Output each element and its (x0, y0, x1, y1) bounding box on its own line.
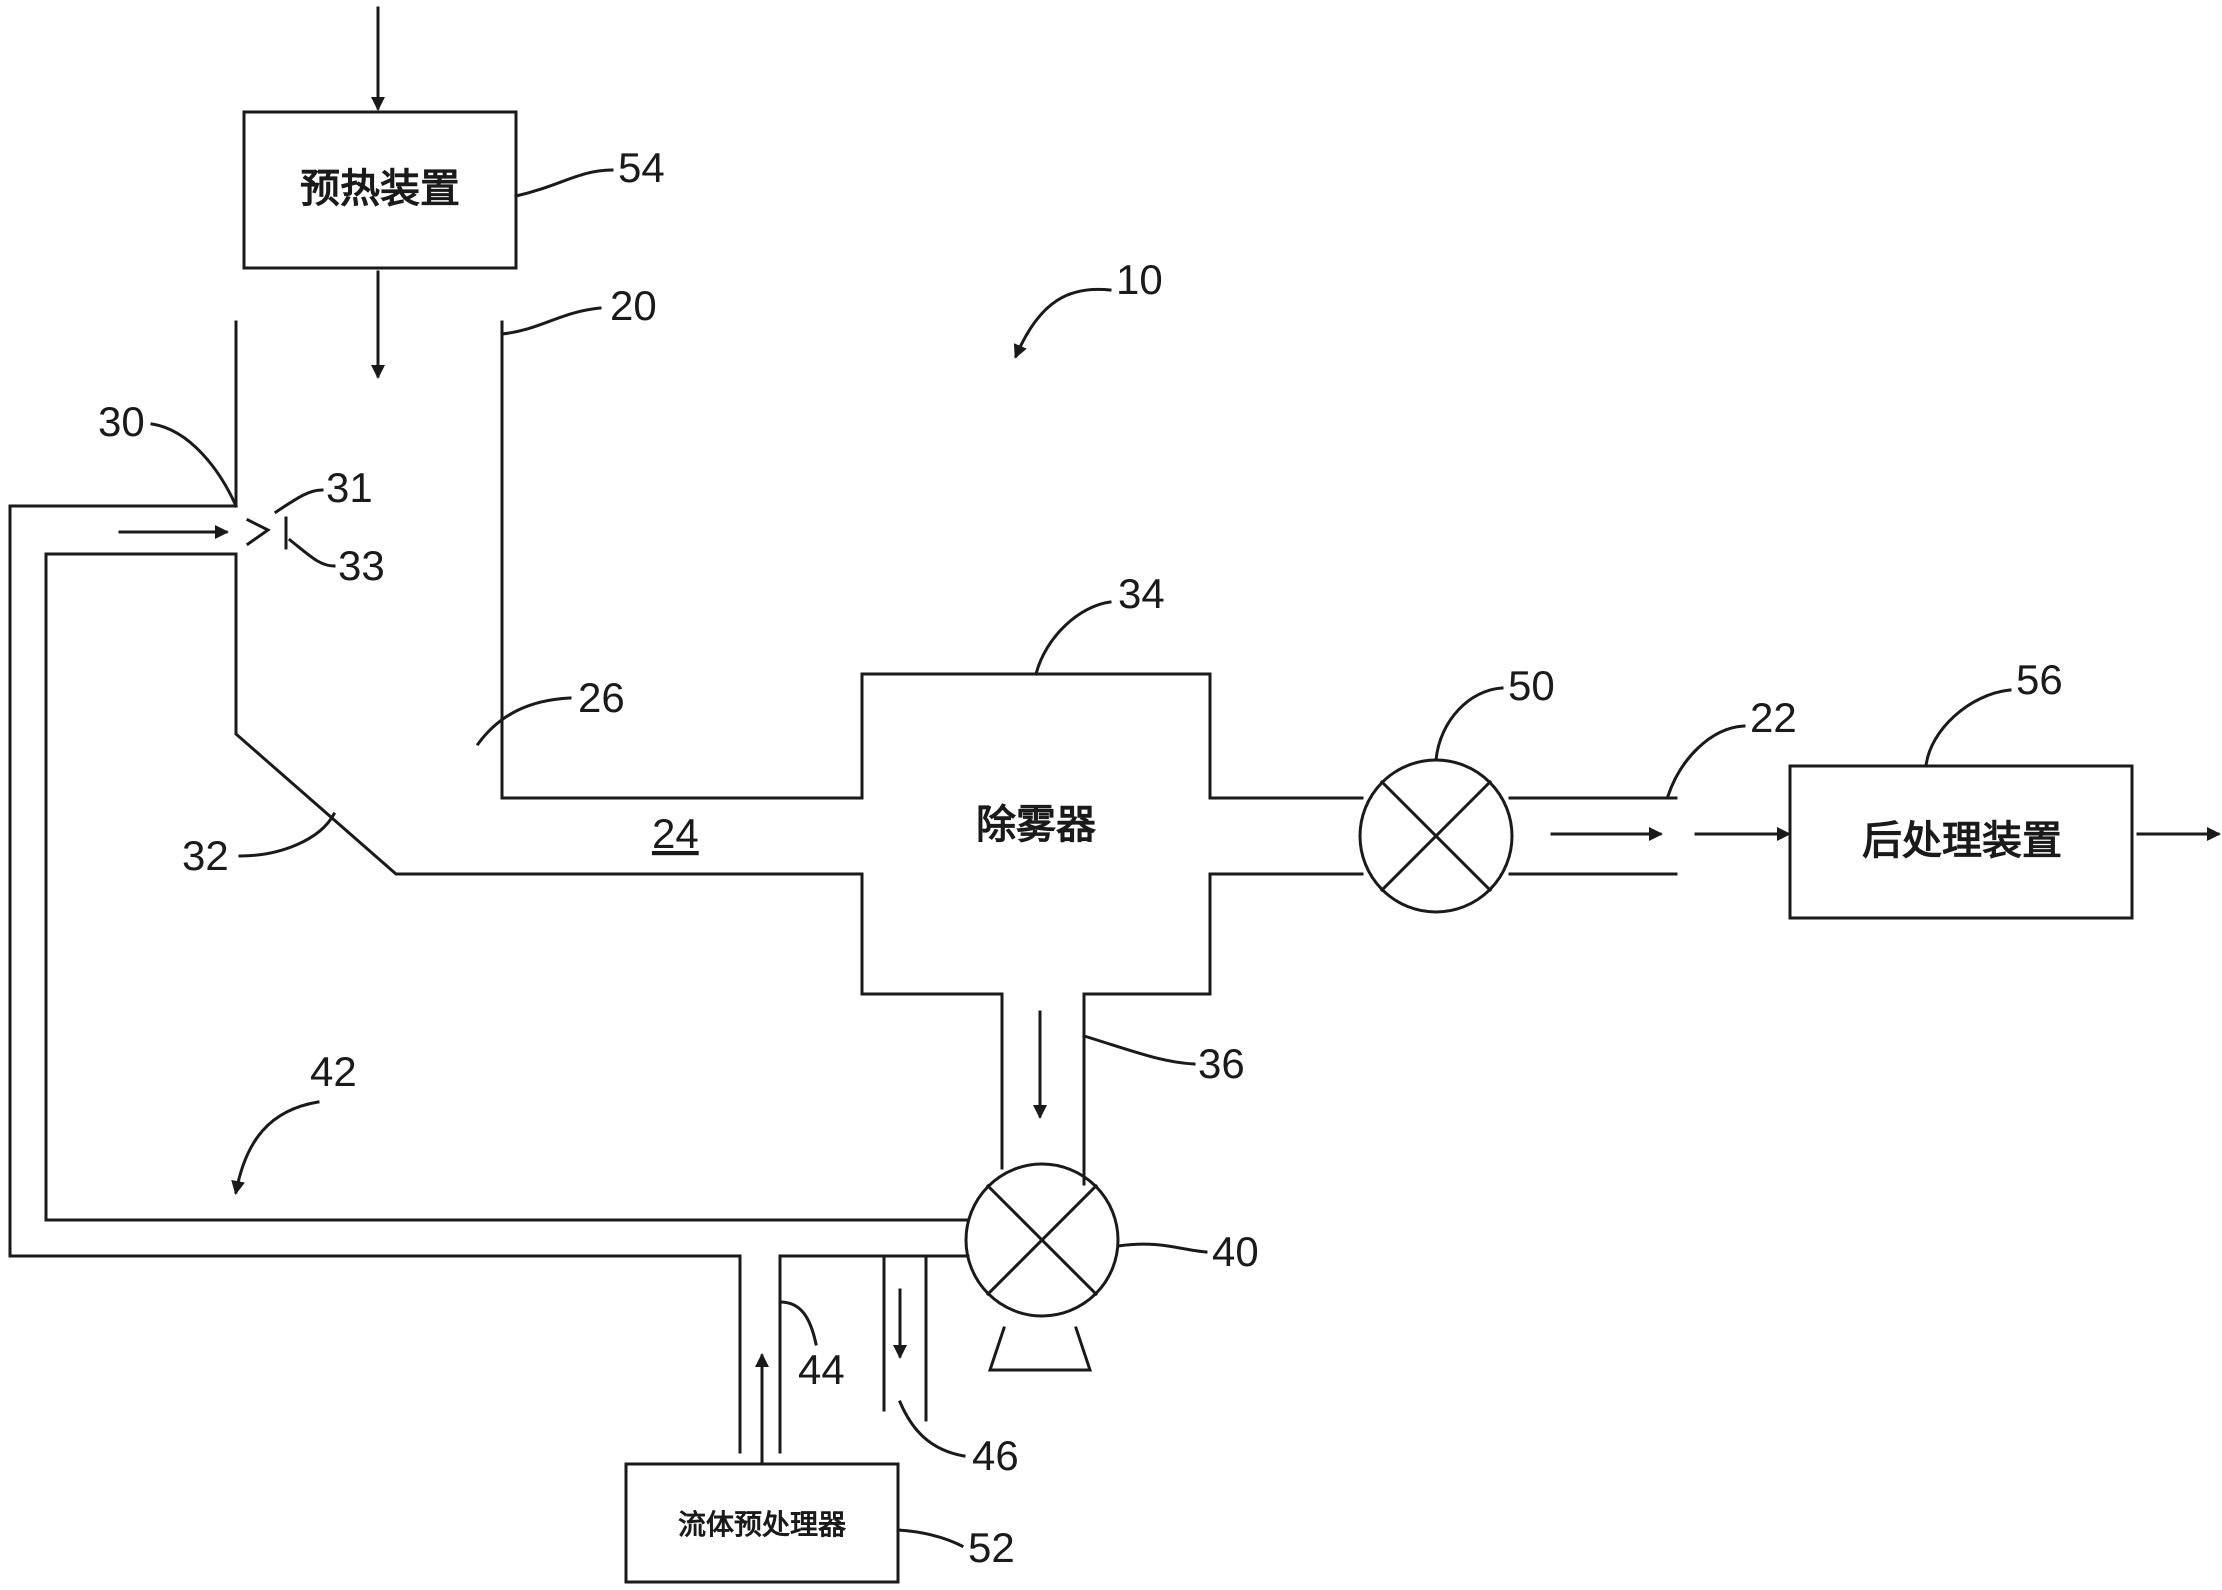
ref-54: 54 (618, 144, 665, 191)
fluid-pretreat-label: 流体预处理器 (678, 1508, 847, 1541)
recycle-loop-inner (44, 552, 970, 1222)
leader-34 (1034, 600, 1112, 676)
ref-40: 40 (1212, 1228, 1259, 1275)
leader-31 (273, 488, 324, 515)
leader-54 (514, 168, 614, 198)
demister-label: 除雾器 (976, 802, 1097, 848)
ref-50: 50 (1508, 662, 1555, 709)
leader-52 (896, 1528, 965, 1549)
ref-24: 24 (652, 810, 699, 857)
leader-40 (1116, 1242, 1208, 1254)
duct-left-wall-lower (234, 552, 864, 876)
leader-50 (1434, 686, 1504, 762)
recycle-loop-outer (8, 504, 742, 1454)
posttreat-label: 后处理装置 (1862, 818, 2062, 864)
leader-26 (475, 696, 572, 747)
leader-22 (1666, 724, 1746, 798)
ref-30: 30 (98, 398, 145, 445)
ref-42: 42 (310, 1048, 357, 1095)
ref-10: 10 (1116, 256, 1163, 303)
ref-52: 52 (968, 1524, 1015, 1571)
leader-36 (1082, 1034, 1196, 1066)
preheat-label: 预热装置 (300, 166, 460, 212)
ref-31: 31 (326, 464, 373, 511)
fluid-pretreat-box (624, 1462, 900, 1584)
fluid-line-44 (778, 1254, 970, 1454)
preheat-box (242, 110, 518, 270)
leader-10 (1013, 287, 1112, 359)
leader-56 (1924, 688, 2012, 768)
leader-30 (150, 422, 238, 508)
leader-44 (778, 1300, 818, 1346)
ref-44: 44 (798, 1346, 845, 1393)
ref-32: 32 (182, 832, 229, 879)
ref-34: 34 (1118, 570, 1165, 617)
valve-50 (1358, 758, 1514, 914)
ref-20: 20 (610, 282, 657, 329)
fluid-line-46-outer (924, 1254, 970, 1422)
ref-56: 56 (2016, 656, 2063, 703)
ref-36: 36 (1198, 1040, 1245, 1087)
leader-32 (238, 811, 337, 858)
duct-right-wall (500, 320, 864, 800)
leader-33 (287, 537, 336, 568)
ref-22: 22 (1750, 694, 1797, 741)
posttreat-box (1788, 764, 2134, 920)
leader-20 (500, 306, 602, 336)
leader-42 (231, 1100, 320, 1195)
nozzle-31 (245, 517, 271, 547)
pump-40 (964, 1162, 1120, 1372)
ref-26: 26 (578, 674, 625, 721)
leader-46 (898, 1400, 966, 1458)
ref-46: 46 (972, 1432, 1019, 1479)
ref-33: 33 (338, 542, 385, 589)
